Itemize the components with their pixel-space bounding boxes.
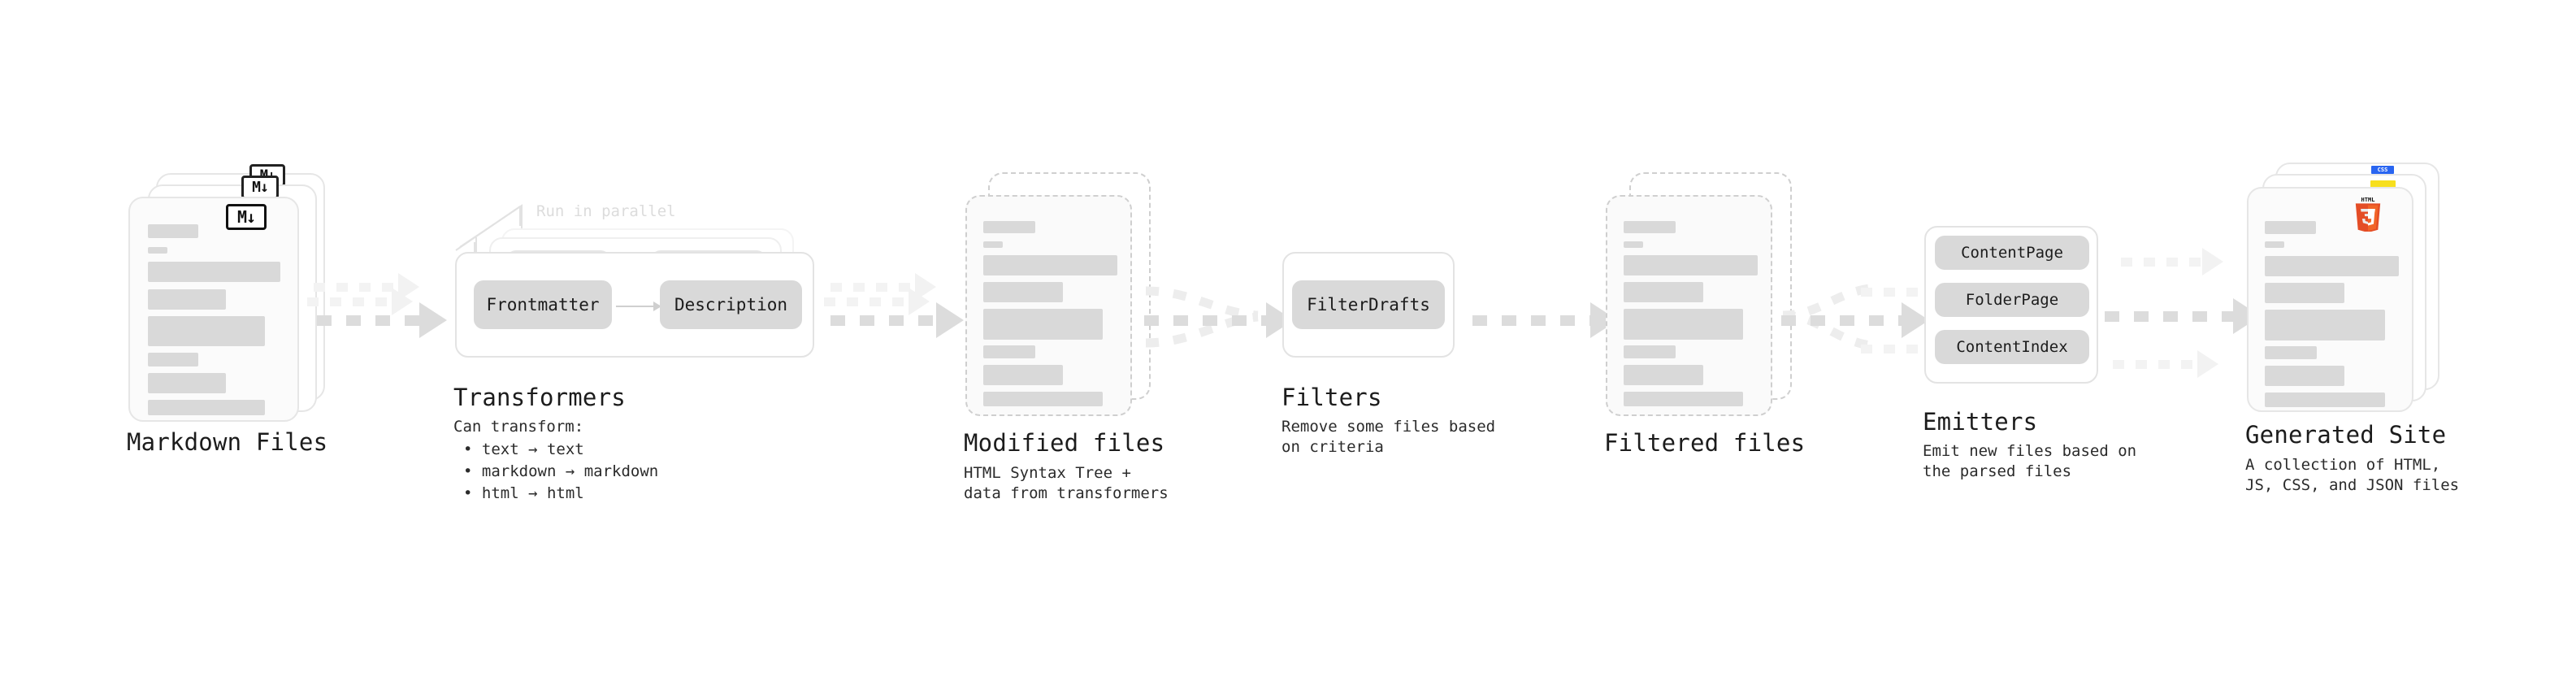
modified-file-card-front [965,195,1132,416]
skeleton-bar [148,400,265,415]
modified-files-subtitle: HTML Syntax Tree + data from transformer… [964,464,1169,502]
filtered-file-card-front [1606,195,1772,416]
emitter-pill-folderpage[interactable]: FolderPage [1935,283,2089,317]
emitters-subtitle: Emit new files based on the parsed files [1923,442,2137,480]
skeleton-bar [983,255,1117,275]
skeleton-bar [2265,256,2399,276]
bullet-text: text → text [481,440,584,458]
skeleton-bar [2265,310,2385,340]
transformer-pill-description[interactable]: Description [660,280,802,329]
filters-title: Filters [1281,384,1382,411]
skeleton-bar [983,365,1063,385]
skeleton-bar [983,309,1103,340]
skeleton-bar [983,392,1103,406]
skeleton-bar [148,224,198,238]
transformers-bullet-2: • markdown → markdown [463,462,659,480]
skeleton-bar [1624,241,1643,248]
skeleton-bar [1624,221,1676,233]
skeleton-bar [983,241,1003,248]
skeleton-bar [983,345,1035,358]
emitter-pill-contentpage[interactable]: ContentPage [1935,236,2089,270]
transformers-bullet-1: • text → text [463,440,584,458]
generated-site-card-front [2247,187,2413,412]
skeleton-bar [1624,345,1676,358]
css-badge: CSS [2371,166,2394,174]
skeleton-bar [2265,283,2344,303]
skeleton-bar [1624,309,1743,340]
skeleton-bar [148,316,265,346]
emitters-title: Emitters [1923,408,2038,436]
filters-subtitle: Remove some files based on criteria [1281,418,1496,456]
skeleton-bar [983,282,1063,302]
skeleton-bar [1624,365,1703,385]
filter-pill-filterdrafts[interactable]: FilterDrafts [1292,280,1445,329]
markdown-files-title: Markdown Files [127,428,328,456]
skeleton-bar [1624,282,1703,302]
skeleton-bar [2265,346,2317,359]
generated-site-title: Generated Site [2245,421,2447,449]
bullet-text: html → html [481,484,584,502]
html5-icon: HTML [2355,197,2381,232]
skeleton-bar [2265,221,2316,234]
bullet-text: markdown → markdown [481,462,659,480]
transformers-title: Transformers [453,384,626,411]
connector-arrow-3-merge [1145,286,1259,348]
generated-site-subtitle: A collection of HTML, JS, CSS, and JSON … [2245,456,2460,494]
skeleton-bar [983,221,1035,233]
markdown-file-card-front [128,197,299,422]
svg-text:HTML: HTML [2361,197,2375,203]
skeleton-bar [2265,393,2385,407]
transformer-pill-frontmatter[interactable]: Frontmatter [474,280,612,329]
modified-files-title: Modified files [964,429,1165,457]
skeleton-bar [148,247,167,254]
skeleton-bar [148,353,198,367]
skeleton-bar [1624,255,1758,275]
skeleton-bar [148,262,280,282]
emitter-pill-contentindex[interactable]: ContentIndex [1935,330,2089,364]
skeleton-bar [148,289,226,310]
markdown-icon: M↓ [226,204,267,230]
skeleton-bar [2265,366,2344,386]
transformers-bullet-3: • html → html [463,484,584,502]
skeleton-bar [148,373,226,393]
run-in-parallel-label: Run in parallel [536,202,676,220]
filtered-files-title: Filtered files [1604,429,1806,457]
transformers-subtitle: Can transform: [453,418,584,436]
skeleton-bar [1624,392,1743,406]
markdown-icon-mid: M↓ [241,176,279,199]
skeleton-bar [2265,241,2284,248]
